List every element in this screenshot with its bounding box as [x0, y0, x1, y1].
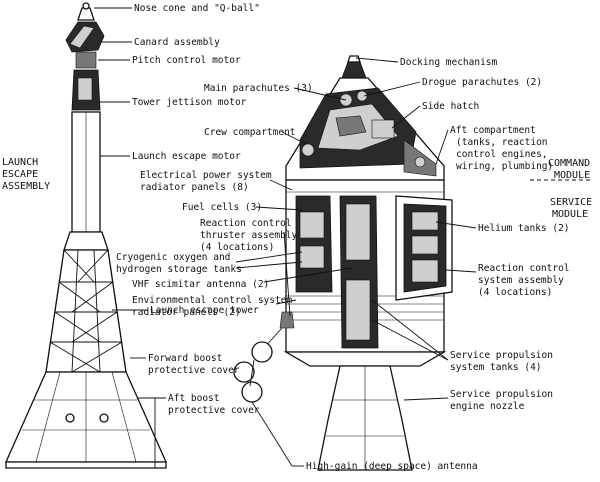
- label-ecs-radiator-2: radiator panels (2): [132, 307, 241, 318]
- label-cryo-tanks-2: hydrogen storage tanks: [116, 264, 242, 275]
- label-aft-compartment-1: Aft compartment: [450, 125, 536, 136]
- label-vhf-antenna: VHF scimitar antenna (2): [132, 279, 269, 290]
- label-sps-tanks-2: system tanks (4): [450, 362, 542, 373]
- label-canard-assembly: Canard assembly: [134, 37, 220, 48]
- label-crew-compartment: Crew compartment: [204, 127, 296, 138]
- helium-tanks: [411, 211, 439, 231]
- label-launch-escape-motor: Launch escape motor: [132, 151, 241, 162]
- service-module: [279, 179, 453, 367]
- label-sps-nozzle-2: engine nozzle: [450, 401, 525, 412]
- heading-command-module-2: MODULE: [554, 170, 590, 181]
- label-high-gain-antenna: High-gain (deep space) antenna: [306, 461, 478, 472]
- label-pitch-control-motor: Pitch control motor: [132, 55, 241, 66]
- label-rcs-thruster-3: (4 locations): [200, 242, 274, 253]
- launch-escape-tower: [45, 249, 127, 373]
- label-sps-tanks-1: Service propulsion: [450, 350, 553, 361]
- drogue-parachutes: [356, 90, 368, 102]
- labels: Nose cone and "Q-ball" Canard assembly P…: [116, 3, 570, 472]
- cryogenic-tanks: [299, 245, 325, 269]
- label-fuel-cells: Fuel cells (3): [182, 202, 262, 213]
- rcs-system: [411, 259, 439, 283]
- label-aft-compartment-3: control engines,: [456, 149, 548, 160]
- label-rcs-thruster-2: thruster assembly: [200, 230, 298, 241]
- label-rcs-system-1: Reaction control: [478, 263, 570, 274]
- label-nose-cone: Nose cone and "Q-ball": [134, 3, 260, 14]
- label-eps-radiator-2: radiator panels (8): [140, 182, 249, 193]
- label-ecs-radiator-1: Environmental control system: [132, 295, 292, 306]
- heading-service-module-1: SERVICE: [550, 197, 592, 208]
- heading-launch-escape-1: LAUNCH: [2, 157, 38, 168]
- rcs-thruster-quad: [279, 311, 295, 329]
- q-ball: [82, 2, 90, 10]
- label-eps-radiator-1: Electrical power system: [140, 170, 272, 181]
- heading-command-module-1: COMMAND: [548, 158, 590, 169]
- label-rcs-thruster-1: Reaction control: [200, 218, 292, 229]
- label-aft-compartment-4: wiring, plumbing): [456, 161, 553, 172]
- label-forward-boost-1: Forward boost: [148, 353, 222, 364]
- label-cryo-tanks-1: Cryogenic oxygen and: [116, 252, 230, 263]
- command-module: [285, 55, 445, 181]
- label-rcs-system-3: (4 locations): [478, 287, 552, 298]
- label-launch-escape-tower: Launch escape tower: [150, 305, 259, 316]
- heading-service-module-2: MODULE: [552, 209, 588, 220]
- label-side-hatch: Side hatch: [422, 101, 479, 112]
- label-aft-boost-2: protective cover: [168, 405, 260, 416]
- label-drogue-parachutes: Drogue parachutes (2): [422, 77, 542, 88]
- section-headings: LAUNCH ESCAPE ASSEMBLY COMMAND MODULE SE…: [2, 157, 592, 220]
- nose-cone: [77, 7, 95, 21]
- heading-launch-escape-3: ASSEMBLY: [2, 181, 50, 192]
- leader-lines: [94, 7, 590, 468]
- side-hatch: [371, 119, 395, 139]
- label-tower-jettison-motor: Tower jettison motor: [132, 97, 247, 108]
- heading-launch-escape-2: ESCAPE: [2, 169, 38, 180]
- label-sps-nozzle-1: Service propulsion: [450, 389, 553, 400]
- label-forward-boost-2: protective cover: [148, 365, 240, 376]
- pitch-control-motor: [75, 51, 97, 69]
- label-helium-tanks: Helium tanks (2): [478, 223, 570, 234]
- label-aft-boost-1: Aft boost: [168, 393, 219, 404]
- label-aft-compartment-2: (tanks, reaction: [456, 137, 548, 148]
- label-main-parachutes: Main parachutes (3): [204, 83, 313, 94]
- label-docking-mechanism: Docking mechanism: [400, 57, 498, 68]
- label-rcs-system-2: system assembly: [478, 275, 564, 286]
- high-gain-antenna: [233, 327, 283, 403]
- docking-mechanism: [341, 61, 367, 79]
- launch-escape-assembly: [4, 2, 168, 469]
